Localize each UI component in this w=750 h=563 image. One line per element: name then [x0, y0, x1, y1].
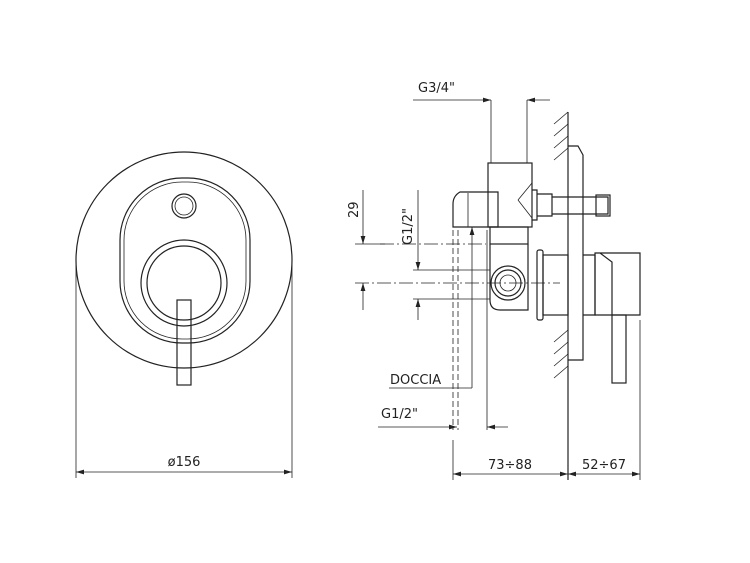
side-connection-label: G1/2" [401, 208, 416, 245]
front-view: ø156 [75, 151, 293, 478]
outlet-thread-label: G1/2" [381, 407, 418, 422]
cover-plate-circle [75, 151, 293, 369]
wall-hatch [553, 111, 569, 379]
diverter-stem [532, 189, 609, 221]
valve-body-top [487, 162, 533, 228]
cartridge-body [542, 254, 569, 316]
lever-handle [176, 299, 192, 386]
lever-side [611, 314, 627, 384]
depth-range-label: 73÷88 [488, 458, 532, 473]
vertical-offset-label: 29 [347, 201, 362, 218]
side-view: G3/4" 29 G1/2" DOCCIA G1/2" 73÷88 52÷67 [347, 81, 641, 480]
projection-range-label: 52÷67 [582, 458, 626, 473]
handle-side [594, 252, 641, 316]
cover-plate-side [568, 145, 584, 361]
elbow-connection [452, 191, 499, 228]
diameter-label: ø156 [168, 455, 201, 470]
valve-body-lower [489, 244, 529, 311]
inner-oval-plate [119, 177, 251, 344]
outlet-label: DOCCIA [390, 373, 441, 388]
flange [536, 249, 544, 321]
diverter-knob-side [595, 194, 611, 217]
top-connection-label: G3/4" [418, 81, 455, 96]
valve-body-neck [489, 226, 529, 245]
diverter-knob [171, 193, 197, 219]
handle-ring [140, 239, 228, 327]
